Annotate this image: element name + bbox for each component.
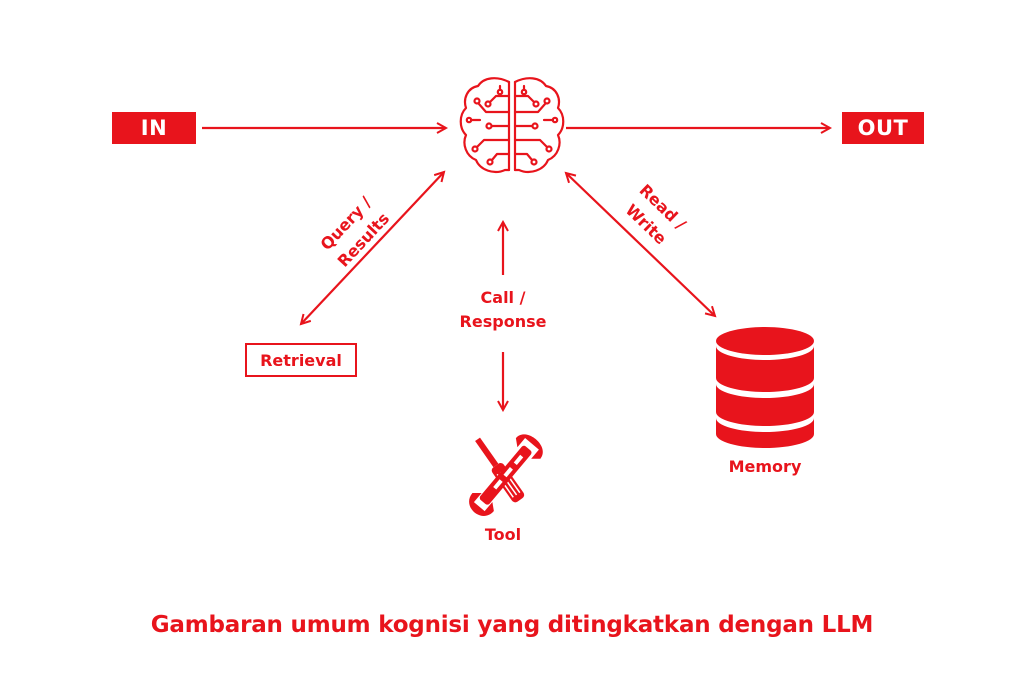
output-node: OUT bbox=[842, 112, 924, 144]
arrow-brain-memory bbox=[566, 173, 715, 316]
database-icon bbox=[716, 327, 814, 448]
arrow-brain-retrieval bbox=[301, 172, 444, 324]
call-response-line-1: Call / bbox=[480, 288, 526, 307]
retrieval-label: Retrieval bbox=[260, 350, 342, 370]
input-node: IN bbox=[112, 112, 196, 144]
diagram-caption: Gambaran umum kognisi yang ditingkatkan … bbox=[150, 612, 874, 638]
brain-circuit-icon bbox=[459, 77, 565, 174]
input-label: IN bbox=[140, 116, 168, 140]
call-response-label: Call / Response bbox=[443, 286, 563, 334]
call-response-line-2: Response bbox=[459, 312, 547, 331]
output-label: OUT bbox=[857, 116, 909, 140]
memory-label: Memory bbox=[728, 457, 802, 476]
tool-label: Tool bbox=[484, 525, 522, 544]
wrench-screwdriver-icon bbox=[469, 434, 543, 516]
retrieval-node: Retrieval bbox=[245, 343, 357, 377]
